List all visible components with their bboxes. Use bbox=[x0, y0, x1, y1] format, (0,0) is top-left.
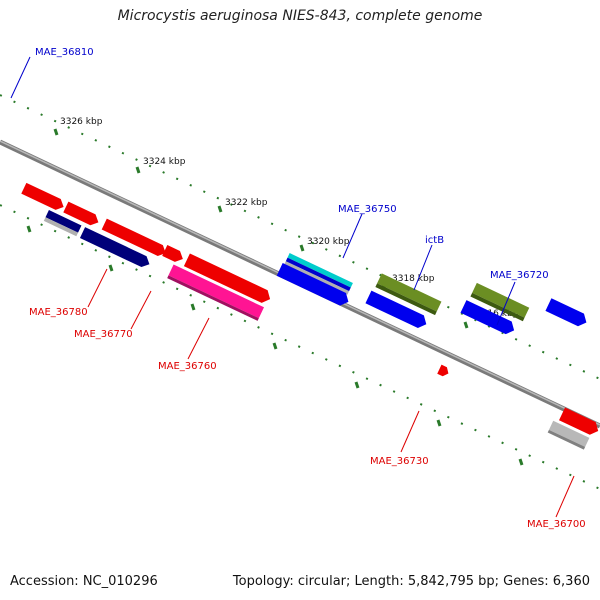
gene-features bbox=[21, 182, 600, 450]
gene-arrow-shade bbox=[470, 292, 525, 322]
lower-leaders bbox=[87, 268, 575, 518]
gene-arrow[interactable] bbox=[43, 217, 79, 237]
gene-arrow[interactable] bbox=[168, 264, 264, 319]
gene-label[interactable]: MAE_36810 bbox=[35, 47, 94, 58]
gene-arrow[interactable] bbox=[101, 218, 169, 259]
gene-label[interactable]: MAE_36750 bbox=[338, 204, 397, 215]
tick-label: 3318 kbp bbox=[392, 274, 435, 284]
gene-arrow[interactable] bbox=[63, 201, 101, 228]
gene-label[interactable]: ictB bbox=[425, 235, 444, 246]
major-ticks bbox=[26, 128, 524, 466]
tick-label: 3326 kbp bbox=[60, 117, 103, 127]
gene-arrow[interactable] bbox=[162, 245, 185, 264]
gene-arrow[interactable] bbox=[21, 182, 66, 213]
tick-label: 3322 kbp bbox=[225, 198, 268, 208]
tick-label: 3320 kbp bbox=[307, 237, 350, 247]
lower-tick-track bbox=[0, 204, 600, 490]
tick-label: 3316 kbp bbox=[476, 309, 519, 319]
gene-arrow[interactable] bbox=[559, 407, 600, 438]
gene-label[interactable]: MAE_36760 bbox=[158, 361, 217, 372]
map-title: Microcystis aeruginosa NIES-843, complet… bbox=[117, 8, 483, 24]
gene-arrow[interactable] bbox=[45, 210, 82, 233]
gene-label[interactable]: MAE_36700 bbox=[527, 519, 586, 530]
gene-arrow[interactable] bbox=[276, 263, 352, 308]
gene-arrow-shade bbox=[375, 283, 437, 316]
gene-arrow[interactable] bbox=[285, 257, 351, 292]
tick-label: 3324 kbp bbox=[143, 157, 186, 167]
genome-summary: Topology: circular; Length: 5,842,795 bp… bbox=[232, 574, 590, 589]
gene-arrow[interactable] bbox=[548, 420, 590, 447]
gene-arrow[interactable] bbox=[284, 261, 350, 295]
upper-tick-track bbox=[0, 94, 600, 380]
gene-arrow[interactable] bbox=[365, 290, 429, 331]
gene-arrow[interactable] bbox=[287, 253, 353, 288]
gene-arrow[interactable] bbox=[460, 300, 517, 337]
gene-arrow[interactable] bbox=[437, 364, 450, 378]
gene-label[interactable]: MAE_36720 bbox=[490, 270, 549, 281]
gene-arrow[interactable] bbox=[545, 298, 589, 329]
gene-arrow[interactable] bbox=[377, 273, 442, 312]
gene-arrow-shade bbox=[547, 429, 586, 450]
upper-leaders bbox=[10, 56, 516, 326]
gene-arrow[interactable] bbox=[472, 282, 530, 318]
gene-arrow[interactable] bbox=[183, 253, 273, 305]
gene-label[interactable]: MAE_36780 bbox=[29, 307, 88, 318]
gene-label[interactable]: MAE_36730 bbox=[370, 456, 429, 467]
gene-arrow-shade bbox=[167, 275, 259, 321]
gene-label[interactable]: MAE_36770 bbox=[74, 329, 133, 340]
gene-arrow[interactable] bbox=[79, 227, 152, 269]
accession-text: Accession: NC_010296 bbox=[10, 574, 158, 589]
